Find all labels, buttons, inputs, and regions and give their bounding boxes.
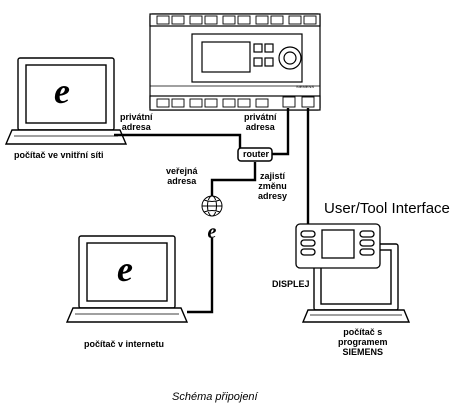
public-address: veřejná adresa	[166, 166, 198, 186]
ie-logo-icon: e	[117, 249, 133, 289]
private-address-left-line1: privátní	[120, 112, 153, 122]
pc-siemens-line1: počítač s	[343, 327, 383, 337]
svg-text:SIEMENS: SIEMENS	[296, 84, 314, 89]
address-translation-line1: zajistí	[260, 171, 286, 181]
user-tool-interface-label: User/Tool Interface	[324, 200, 450, 217]
ie-logo-icon: e	[54, 71, 70, 111]
private-address-left-line2: adresa	[121, 122, 151, 132]
display-unit	[295, 223, 381, 269]
private-address-right-line2: adresa	[245, 122, 275, 132]
diagram-caption: Schéma připojení	[172, 391, 258, 403]
ie-logo-icon: e	[208, 221, 217, 243]
private-address-left: privátní adresa	[120, 112, 153, 132]
display-label: DISPLEJ	[272, 279, 310, 289]
private-address-right: privátní adresa	[244, 112, 277, 132]
address-translation-line2: změnu	[258, 181, 287, 191]
connection-lines	[114, 108, 310, 314]
pc-internet-label: počítač v internetu	[84, 339, 165, 349]
public-address-line2: adresa	[167, 176, 197, 186]
private-address-right-line1: privátní	[244, 112, 277, 122]
laptop-internal	[4, 57, 128, 145]
public-address-line1: veřejná	[166, 166, 198, 176]
pc-siemens-line3: SIEMENS	[342, 347, 384, 357]
globe-icon	[201, 195, 223, 217]
controller-unit: SIEMENS	[149, 13, 321, 111]
address-translation: zajistí změnu adresy	[258, 171, 287, 201]
pc-siemens-label: počítač s programem SIEMENS	[338, 327, 388, 357]
router-label: router	[243, 149, 270, 159]
laptop-internet	[65, 235, 189, 323]
pc-siemens-line2: programem	[338, 337, 388, 347]
pc-internal-label: počítač ve vnitřní síti	[14, 150, 104, 160]
router-box	[237, 147, 273, 162]
address-translation-line3: adresy	[258, 191, 288, 201]
